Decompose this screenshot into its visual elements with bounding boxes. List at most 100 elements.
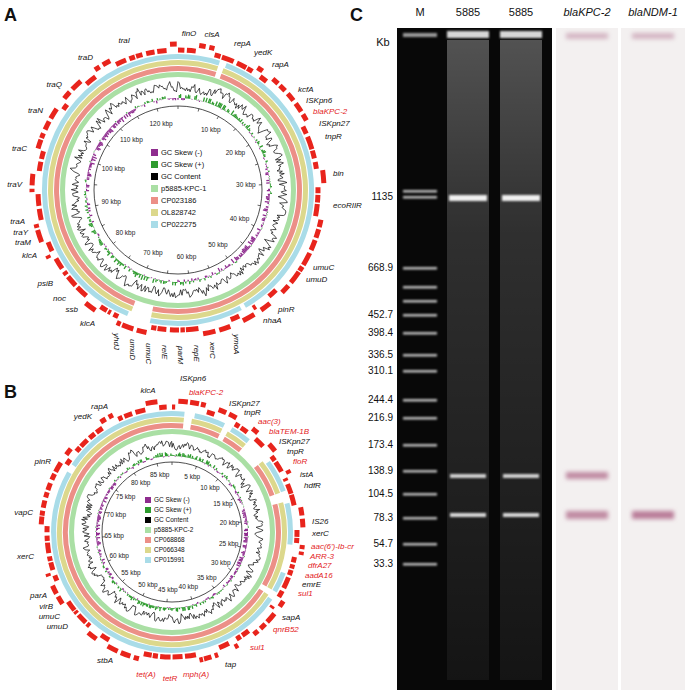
gc-skew bbox=[188, 95, 190, 99]
hybrid-signal bbox=[566, 33, 608, 39]
marker-band bbox=[403, 444, 437, 447]
gc-skew bbox=[138, 461, 139, 464]
gene-arc bbox=[135, 410, 145, 413]
gc-skew bbox=[227, 265, 229, 266]
gc-skew bbox=[266, 197, 270, 199]
gc-skew bbox=[268, 176, 270, 177]
gc-skew bbox=[115, 121, 117, 123]
gc-skew bbox=[262, 220, 265, 221]
gc-skew bbox=[111, 487, 113, 489]
gc-skew bbox=[219, 472, 221, 474]
gc-skew bbox=[249, 130, 250, 131]
scale-label: 80 kbp bbox=[116, 230, 136, 237]
scale-tick bbox=[134, 473, 136, 476]
gc-skew bbox=[102, 559, 105, 560]
gc-skew bbox=[91, 159, 95, 160]
gene-arc bbox=[215, 55, 221, 57]
gene-arc bbox=[63, 105, 67, 110]
gc-skew bbox=[191, 456, 193, 459]
gc-skew bbox=[247, 524, 248, 525]
gc-skew bbox=[214, 105, 215, 106]
resistance-gene-label: floR bbox=[293, 458, 307, 466]
scale-tick bbox=[251, 224, 254, 225]
marker-size: 244.4 bbox=[368, 395, 393, 405]
gc-skew bbox=[117, 477, 119, 479]
gc-skew bbox=[181, 456, 182, 458]
gene-arc bbox=[48, 483, 51, 490]
gene-label: tnpR bbox=[287, 448, 304, 456]
gc-skew bbox=[86, 185, 89, 186]
gc-skew bbox=[168, 98, 169, 99]
gc-skew bbox=[173, 455, 174, 457]
gc-skew bbox=[224, 110, 226, 111]
gc-skew bbox=[269, 200, 271, 201]
legend-text: GC Skew (+) bbox=[154, 507, 191, 514]
gc-skew bbox=[111, 577, 112, 578]
gc-skew bbox=[119, 120, 121, 122]
gc-skew bbox=[234, 261, 236, 263]
scale-tick bbox=[113, 242, 115, 244]
gene-arc bbox=[261, 303, 270, 310]
gene-arc bbox=[316, 229, 319, 238]
gc-skew bbox=[216, 468, 217, 470]
scale-tick bbox=[102, 224, 105, 225]
gc-skew bbox=[170, 453, 171, 456]
gc-skew bbox=[167, 98, 168, 100]
gc-skew bbox=[268, 194, 270, 195]
gene-label: klcA bbox=[80, 320, 95, 328]
gc-skew bbox=[87, 204, 90, 206]
scale-tick bbox=[195, 466, 196, 469]
marker-size: 310.1 bbox=[368, 366, 393, 376]
marker-band bbox=[403, 314, 437, 317]
gc-skew bbox=[96, 147, 100, 149]
gc-skew bbox=[210, 276, 212, 278]
gene-arc bbox=[267, 614, 274, 622]
gc-skew bbox=[116, 582, 118, 584]
gene-arc bbox=[101, 307, 107, 311]
gc-skew bbox=[264, 221, 265, 222]
gc-skew bbox=[86, 195, 88, 196]
gc-skew bbox=[146, 101, 148, 103]
gc-skew bbox=[234, 575, 235, 576]
marker-size: 54.7 bbox=[374, 539, 393, 549]
gc-skew bbox=[98, 235, 100, 237]
gene-arc bbox=[287, 484, 291, 494]
legend-swatch bbox=[151, 197, 158, 204]
gc-skew bbox=[211, 466, 212, 468]
gc-skew bbox=[257, 229, 261, 231]
gc-skew bbox=[239, 557, 243, 558]
gc-skew bbox=[204, 278, 206, 280]
gc-skew bbox=[149, 605, 151, 608]
gc-skew bbox=[225, 265, 227, 268]
scale-label: 90 kbp bbox=[101, 199, 121, 206]
gc-skew bbox=[143, 104, 145, 106]
gene-arc bbox=[209, 47, 214, 48]
gene-arc bbox=[121, 653, 131, 657]
blast-ring bbox=[195, 416, 224, 426]
gc-skew bbox=[266, 166, 267, 168]
gc-skew bbox=[130, 467, 132, 469]
gc-skew bbox=[154, 100, 155, 101]
gc-skew bbox=[179, 608, 180, 610]
gc-skew bbox=[87, 212, 89, 214]
gc-skew bbox=[112, 253, 114, 255]
gc-skew bbox=[141, 460, 142, 463]
gc-skew bbox=[185, 95, 187, 98]
gc-skew bbox=[85, 181, 86, 182]
gc-skew bbox=[250, 240, 253, 242]
gene-label: ISKpn27 bbox=[229, 400, 260, 408]
gc-skew bbox=[85, 209, 88, 211]
gc-skew bbox=[265, 162, 267, 164]
gc-skew bbox=[88, 213, 89, 214]
gc-skew bbox=[149, 459, 150, 460]
gene-arc bbox=[303, 127, 306, 134]
gc-skew bbox=[129, 595, 130, 597]
gene-label: traQ bbox=[46, 81, 62, 89]
gc-skew bbox=[243, 553, 245, 555]
scale-tick bbox=[167, 599, 168, 602]
gene-arc bbox=[144, 654, 152, 656]
scale-tick bbox=[216, 479, 218, 481]
gc-skew bbox=[198, 99, 199, 101]
gene-label: bin bbox=[333, 170, 344, 178]
gc-skew bbox=[86, 184, 88, 185]
